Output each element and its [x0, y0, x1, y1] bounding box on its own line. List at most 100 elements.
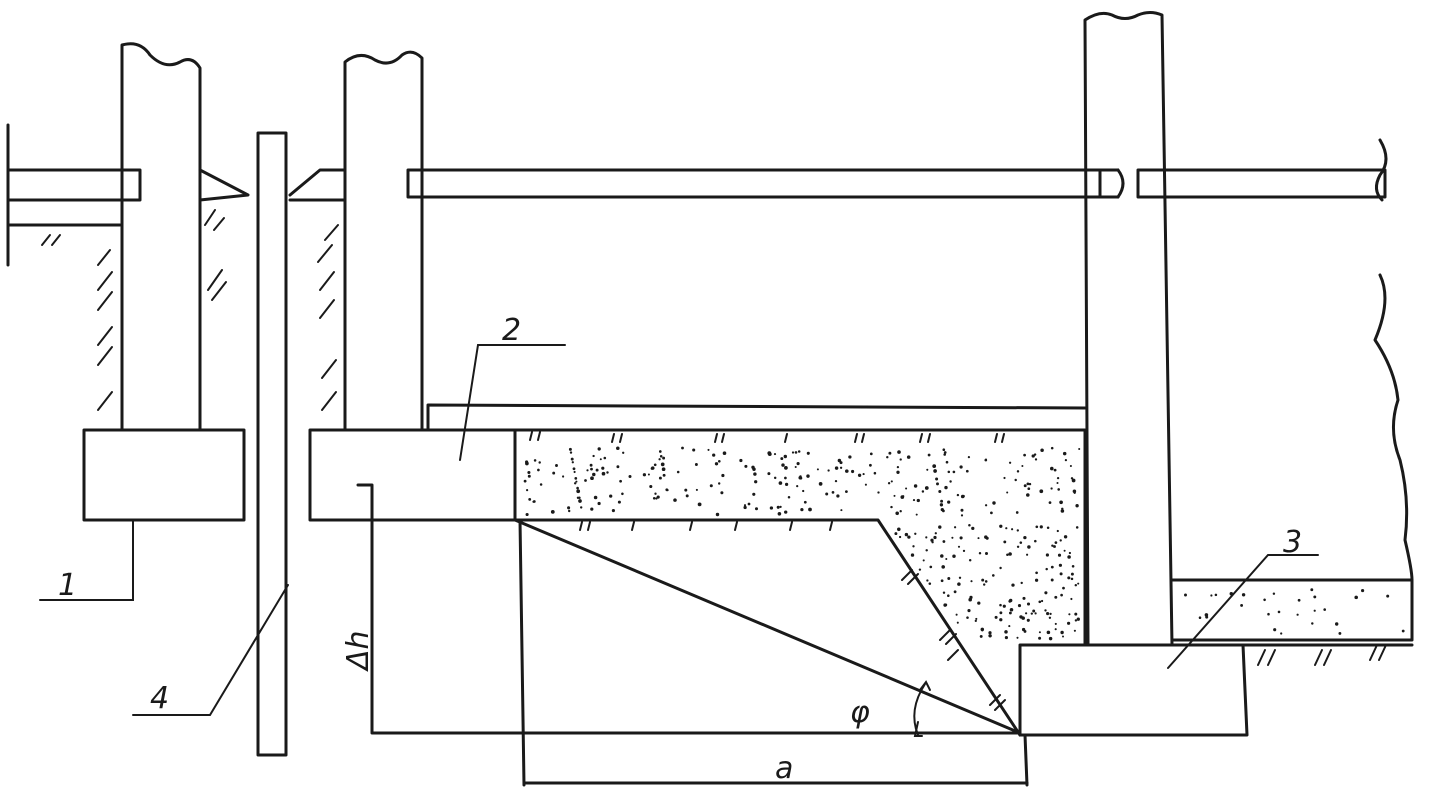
- sand-dot: [1034, 539, 1037, 543]
- sand-dot: [773, 453, 777, 456]
- sand-dot: [1019, 615, 1023, 619]
- sand-dot: [652, 497, 656, 500]
- sand-dot: [525, 512, 529, 517]
- label-a: a: [775, 751, 793, 786]
- sand-dot: [580, 506, 583, 509]
- sand-dot: [576, 486, 579, 490]
- sand-dot: [1214, 593, 1218, 597]
- sand-dot: [601, 471, 606, 476]
- sand-dot: [685, 494, 689, 498]
- sand-dot: [780, 457, 784, 461]
- sand-dot: [1053, 545, 1056, 548]
- sand-dot: [940, 499, 944, 503]
- sand-dot: [1026, 602, 1031, 606]
- sand-dot: [1240, 603, 1244, 607]
- sand-dot: [977, 601, 981, 605]
- sand-dot: [975, 617, 978, 620]
- sand-dot: [1038, 600, 1042, 604]
- sand-dot: [932, 464, 937, 468]
- sand-dot: [796, 462, 800, 466]
- sand-dot: [930, 538, 934, 542]
- sand-dot: [925, 549, 928, 552]
- sand-dot: [537, 468, 540, 472]
- sand-dot: [925, 536, 928, 539]
- sand-dot: [767, 451, 772, 455]
- sand-dot: [1062, 635, 1064, 638]
- sand-dot: [1075, 526, 1079, 529]
- sand-dot: [681, 446, 684, 450]
- sand-dot: [715, 512, 720, 517]
- sand-dot: [714, 462, 719, 466]
- sand-dot: [570, 457, 574, 461]
- sand-dot: [601, 466, 605, 470]
- sand-dot: [555, 464, 558, 467]
- sand-dot: [1058, 563, 1062, 567]
- sand-dot: [650, 467, 654, 470]
- sand-dot: [1050, 565, 1054, 569]
- sand-dot: [1046, 630, 1051, 635]
- sand-dot: [1067, 621, 1071, 625]
- sand-dot: [597, 501, 601, 506]
- sand-dot: [1004, 630, 1008, 634]
- sand-dot: [962, 549, 966, 553]
- sand-dot: [940, 579, 944, 583]
- sand-dot: [739, 458, 743, 463]
- sand-dot: [1073, 491, 1076, 494]
- sand-dot: [1041, 599, 1044, 603]
- sand-dot: [984, 551, 989, 556]
- sand-dot: [877, 491, 880, 494]
- sand-dot: [912, 499, 916, 502]
- sand-dot: [1011, 528, 1014, 531]
- sand-dot: [984, 458, 988, 462]
- sand-dot: [907, 535, 911, 539]
- sand-dot: [773, 476, 777, 480]
- sand-dot: [576, 489, 581, 494]
- sand-dot: [1008, 611, 1012, 615]
- sand-dot: [981, 629, 984, 632]
- sand-dot: [1006, 491, 1009, 494]
- sand-dot: [661, 467, 666, 472]
- sand-dot: [1070, 597, 1073, 601]
- dimension-lines: [356, 483, 1029, 787]
- sand-dot: [999, 618, 1003, 622]
- sand-dot: [1016, 470, 1020, 473]
- sand-dot: [899, 458, 902, 461]
- sand-dot: [896, 470, 900, 474]
- sand-dot: [539, 483, 543, 486]
- sand-dot: [712, 453, 716, 457]
- sand-dot: [952, 554, 956, 558]
- sand-dot: [978, 552, 982, 555]
- sand-dot: [1063, 535, 1068, 539]
- leader-4: [132, 584, 289, 716]
- sand-dot: [977, 537, 980, 540]
- sand-dot: [1060, 509, 1065, 513]
- sand-dot: [1032, 609, 1036, 613]
- sand-dot: [1335, 622, 1339, 626]
- sand-dot: [1361, 589, 1365, 593]
- sand-dot: [562, 475, 565, 478]
- sand-dot: [743, 505, 747, 510]
- sand-dot: [983, 583, 986, 586]
- sand-dot: [916, 498, 920, 503]
- sand-dot: [953, 526, 957, 529]
- sand-dot: [799, 476, 803, 480]
- sand-dot: [1004, 636, 1008, 640]
- sand-dot: [1044, 609, 1047, 612]
- sand-dot: [1062, 586, 1065, 590]
- sand-dot: [839, 466, 843, 469]
- sand-dot: [1071, 565, 1075, 568]
- sand-dot: [621, 492, 624, 496]
- sand-dot: [947, 500, 951, 504]
- sand-dot: [1311, 622, 1314, 625]
- sand-dot: [869, 463, 872, 467]
- sand-dot: [834, 479, 838, 483]
- sand-dot: [595, 468, 599, 472]
- sand-dot: [1210, 594, 1213, 597]
- sand-dot: [1005, 527, 1008, 530]
- sand-dot: [808, 507, 812, 512]
- sand-dot: [1067, 555, 1071, 559]
- sand-dot: [827, 469, 830, 472]
- sand-dot: [890, 480, 893, 483]
- sand-dot: [1014, 478, 1017, 482]
